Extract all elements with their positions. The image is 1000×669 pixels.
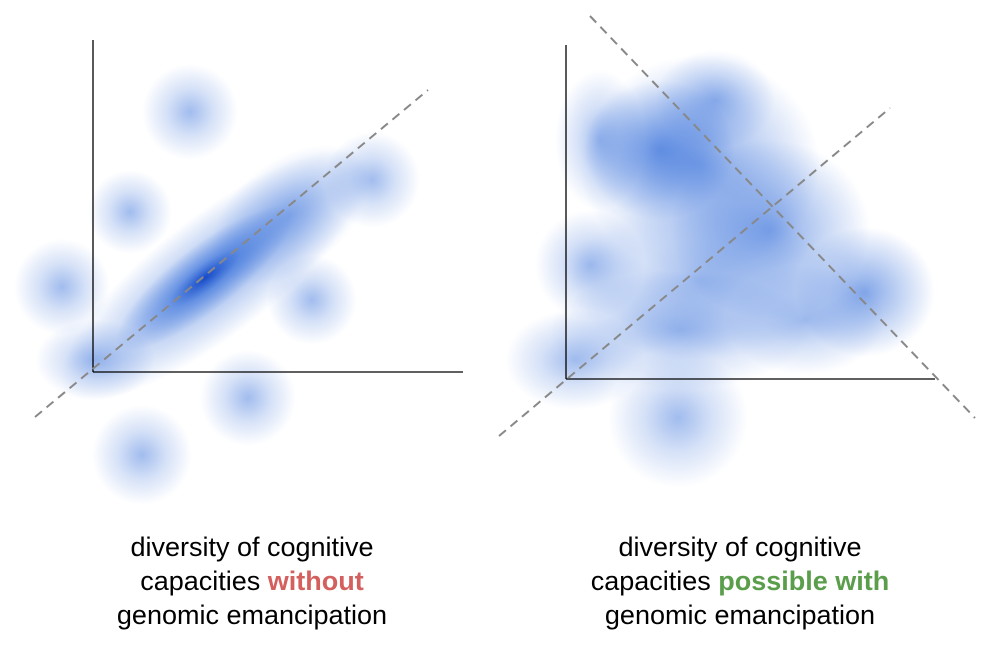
right-caption: diversity of cognitive capacities possib…	[530, 530, 950, 632]
left-axes	[92, 40, 463, 373]
right-caption-emphasis: possible with	[718, 566, 890, 596]
right-top-peak-blob	[655, 50, 775, 150]
right-antidiagonal-dashed-line	[589, 15, 976, 419]
left-caption-emphasis: without	[267, 566, 364, 596]
left-panel-density	[14, 64, 420, 505]
right-caption-line-1: diversity of cognitive	[618, 532, 862, 562]
left-caption-prefix: capacities	[140, 566, 268, 596]
left-origin-blob	[35, 320, 155, 400]
right-caption-prefix: capacities	[590, 566, 719, 596]
left-caption-line-1: diversity of cognitive	[130, 532, 374, 562]
left-top-blob	[142, 64, 238, 160]
right-caption-line-3: genomic emancipation	[604, 600, 876, 630]
left-mid-blob	[88, 170, 172, 254]
left-caption-line-3: genomic emancipation	[116, 600, 388, 630]
left-lower-right-blob	[267, 255, 357, 345]
left-right-blob	[324, 132, 420, 228]
left-bottom-far-blob	[92, 405, 192, 505]
left-side-blob	[14, 239, 110, 335]
right-axes	[565, 45, 935, 380]
right-base-blob	[550, 270, 810, 390]
right-upper-left-blob	[555, 70, 645, 210]
right-caption-line-2: capacities possible with	[530, 564, 950, 598]
left-caption-line-2: capacities without	[42, 564, 462, 598]
left-bottom-blob	[200, 350, 296, 446]
right-diagonal-dashed-line	[498, 107, 891, 437]
right-panel-density	[505, 50, 935, 488]
left-diagonal-dashed-line	[34, 89, 429, 418]
left-caption: diversity of cognitive capacities withou…	[42, 530, 462, 632]
